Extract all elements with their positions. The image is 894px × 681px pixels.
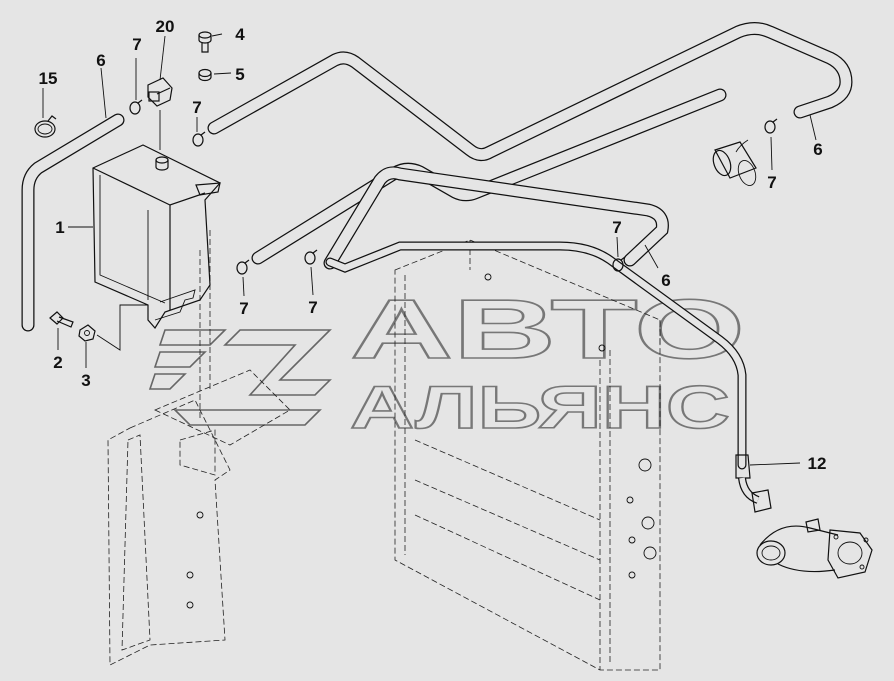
callout-7-e: 7 xyxy=(612,218,621,237)
clamp-7-a xyxy=(129,99,143,115)
callout-20: 20 xyxy=(156,17,175,36)
radiator-core xyxy=(394,239,661,671)
callout-7-b: 7 xyxy=(192,98,201,117)
hose-6-right xyxy=(323,166,669,270)
callout-12: 12 xyxy=(808,454,827,473)
callout-5: 5 xyxy=(235,65,244,84)
watermark-line1: АВТО xyxy=(350,282,745,376)
callout-7-a: 7 xyxy=(132,35,141,54)
callout-7-f: 7 xyxy=(767,173,776,192)
hose-6-upper xyxy=(207,22,853,162)
outlet-elbow xyxy=(756,518,873,579)
callout-4: 4 xyxy=(235,25,245,44)
callout-3: 3 xyxy=(81,371,90,390)
hose-6-left xyxy=(21,113,125,332)
watermark: АВТО АЛЬЯНС xyxy=(148,281,746,442)
callout-1: 1 xyxy=(55,218,64,237)
hose-clamp-15 xyxy=(34,115,57,138)
clamp-7-f xyxy=(764,118,778,134)
connector-pipe xyxy=(712,139,757,186)
clamp-7-e xyxy=(612,256,626,272)
bolt-4 xyxy=(198,31,212,53)
callout-6-left: 6 xyxy=(96,51,105,70)
callout-15: 15 xyxy=(39,69,58,88)
leader-2-3 xyxy=(96,304,148,351)
pipe-12 xyxy=(325,241,772,513)
callouts: 15 6 7 20 4 5 7 1 2 3 7 7 7 6 6 7 12 xyxy=(39,17,827,473)
nut-5 xyxy=(198,68,212,82)
callout-7-c: 7 xyxy=(239,299,248,318)
clamp-7-c xyxy=(236,259,250,275)
leader-lines xyxy=(42,33,817,466)
bracket-plate xyxy=(107,230,291,666)
expansion-tank xyxy=(92,144,221,330)
callout-6-right: 6 xyxy=(661,271,670,290)
filler-cap xyxy=(147,77,173,150)
bolt-2 xyxy=(49,311,74,328)
watermark-line2: АЛЬЯНС xyxy=(350,374,730,441)
callout-6-top: 6 xyxy=(813,140,822,159)
callout-7-d: 7 xyxy=(308,298,317,317)
clamp-7-d xyxy=(304,249,318,265)
clamp-7-b xyxy=(192,131,206,147)
watermark-logo-emblem xyxy=(148,329,332,426)
nut-3 xyxy=(78,324,96,342)
callout-2: 2 xyxy=(53,353,62,372)
